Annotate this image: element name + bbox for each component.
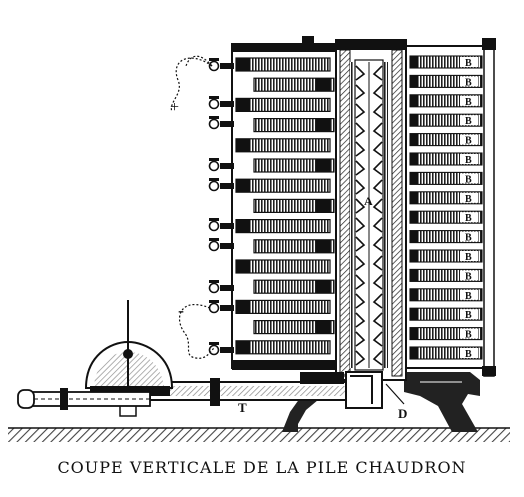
left-plate — [235, 178, 331, 193]
drain-d-label: D — [398, 406, 407, 421]
left-plate — [253, 117, 335, 133]
left-plate — [253, 198, 335, 213]
left-plate — [253, 158, 335, 173]
plate-b-label: B — [465, 271, 472, 282]
central-fin — [355, 274, 366, 290]
plate-b-label: B — [465, 174, 472, 185]
central-fin — [355, 122, 366, 138]
plate-b-label: B — [465, 77, 472, 88]
plate-b-label: B — [465, 136, 472, 147]
left-plate — [253, 239, 335, 254]
central-fin — [355, 141, 366, 157]
central-fin — [355, 331, 366, 347]
left-plate — [253, 77, 335, 92]
terminal-clip — [220, 101, 234, 107]
plate-b-label: B — [465, 252, 472, 263]
plate-b-label: B — [465, 310, 472, 321]
plate-b-label: B — [465, 233, 472, 244]
central-fin — [355, 198, 366, 214]
left-plate — [253, 320, 335, 335]
figure-caption: COUPE VERTICALE DE LA PILE CHAUDRON — [57, 458, 467, 477]
terminal-clip — [220, 163, 234, 169]
central-fin — [355, 217, 366, 233]
pipe-t-label: T — [238, 400, 247, 415]
left-electrode-stack — [231, 43, 337, 370]
left-plate — [235, 219, 331, 234]
negative-terminal-label: - — [178, 300, 184, 320]
central-fin — [355, 293, 366, 309]
left-plate — [235, 340, 331, 355]
positive-terminal-label: + — [170, 99, 179, 116]
central-fin — [355, 236, 366, 252]
valve-dome — [84, 300, 174, 417]
terminal-clips — [208, 58, 234, 356]
central-fin — [355, 160, 366, 176]
terminal-clip — [220, 347, 234, 353]
central-fin — [355, 350, 366, 366]
plate-b-label: B — [465, 116, 472, 127]
central-fins — [355, 65, 383, 366]
terminal-clip — [220, 305, 234, 311]
plate-b-label: B — [465, 291, 472, 302]
d-callout-line — [385, 383, 405, 405]
central-fin — [355, 84, 366, 100]
left-plate — [235, 57, 331, 72]
terminal-clip — [220, 243, 234, 249]
left-plate — [235, 138, 331, 153]
central-fin — [355, 103, 366, 119]
positive-wire — [170, 57, 213, 113]
terminal-clip — [220, 63, 234, 69]
plate-b-label: B — [465, 155, 472, 166]
ground — [8, 428, 510, 442]
plate-b-label: B — [465, 213, 472, 224]
plate-b-label: B — [465, 58, 472, 69]
terminal-clip — [220, 183, 234, 189]
central-column — [302, 36, 407, 381]
left-plate — [235, 97, 331, 113]
left-plate — [235, 299, 331, 314]
terminal-clip — [220, 121, 234, 127]
central-fin — [355, 65, 366, 81]
bottom-pipe — [149, 371, 383, 409]
negative-wire — [179, 303, 215, 359]
terminal-clip — [220, 223, 234, 229]
inlet-pipe — [17, 388, 151, 410]
central-a-label: A — [364, 194, 373, 208]
plate-b-label: B — [465, 97, 472, 108]
left-foot — [282, 392, 318, 432]
left-plate — [235, 259, 331, 274]
right-foot — [404, 372, 480, 432]
terminal-clip — [220, 285, 234, 291]
right-electrode-stack — [405, 38, 496, 377]
left-plate — [253, 279, 335, 294]
central-fin — [355, 179, 366, 195]
plate-b-label: B — [465, 330, 472, 341]
plate-b-label: B — [465, 349, 472, 360]
central-fin — [355, 312, 366, 328]
plate-b-label: B — [465, 194, 472, 205]
central-fin — [355, 255, 366, 271]
